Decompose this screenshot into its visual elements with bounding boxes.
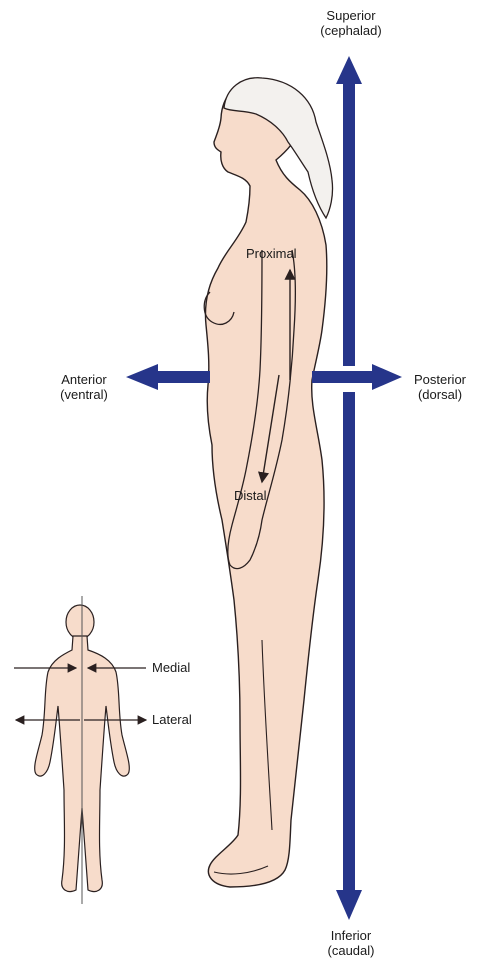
superior-alt-text: (cephalad): [296, 23, 406, 38]
medial-label: Medial: [152, 660, 190, 675]
distal-label: Distal: [234, 488, 267, 503]
anterior-label: Anterior (ventral): [34, 372, 134, 402]
superior-label: Superior (cephalad): [296, 8, 406, 38]
posterior-alt-text: (dorsal): [392, 387, 488, 402]
anterior-alt-text: (ventral): [34, 387, 134, 402]
inferior-label: Inferior (caudal): [296, 928, 406, 958]
superior-text: Superior: [296, 8, 406, 23]
posterior-text: Posterior: [392, 372, 488, 387]
inferior-alt-text: (caudal): [296, 943, 406, 958]
proximal-label: Proximal: [246, 246, 297, 261]
anterior-text: Anterior: [34, 372, 134, 387]
superior-inferior-axis: [336, 56, 362, 920]
posterior-label: Posterior (dorsal): [392, 372, 488, 402]
lateral-label: Lateral: [152, 712, 192, 727]
inferior-text: Inferior: [296, 928, 406, 943]
